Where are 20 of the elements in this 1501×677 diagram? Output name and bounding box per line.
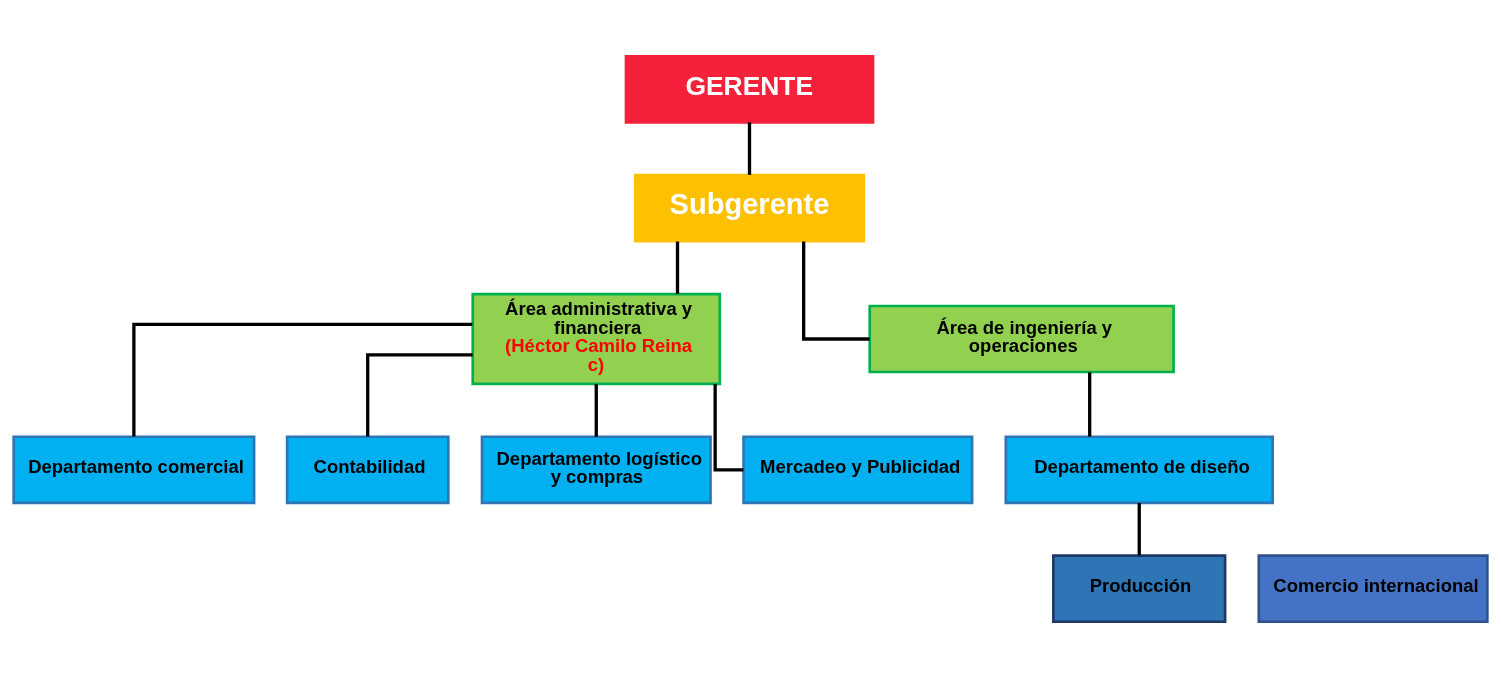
node-box: Comercio internacional xyxy=(1257,553,1489,623)
connector xyxy=(1088,371,1092,436)
node-box: Área administrativa y financiera (Héctor Camilo Reina c) xyxy=(471,292,722,385)
node-box: Área de ingeniería y operaciones xyxy=(868,304,1175,373)
connector xyxy=(802,241,870,341)
connector xyxy=(594,383,598,437)
connector xyxy=(675,241,680,294)
node-box: GERENTE xyxy=(624,54,875,124)
node-box: Mercadeo y Publicidad xyxy=(742,434,974,504)
node-box: Departamento logístico y compras xyxy=(480,434,712,504)
node-box: Departamento comercial xyxy=(12,434,256,504)
connector xyxy=(366,352,473,437)
connector xyxy=(1137,502,1141,555)
connector xyxy=(747,121,752,175)
connector xyxy=(132,322,473,436)
node-box: Departamento de diseño xyxy=(1004,434,1274,504)
connector xyxy=(713,383,744,471)
node-box: Producción xyxy=(1052,553,1227,623)
node-box: Contabilidad xyxy=(285,434,450,504)
node-box: Subgerente xyxy=(633,173,866,243)
